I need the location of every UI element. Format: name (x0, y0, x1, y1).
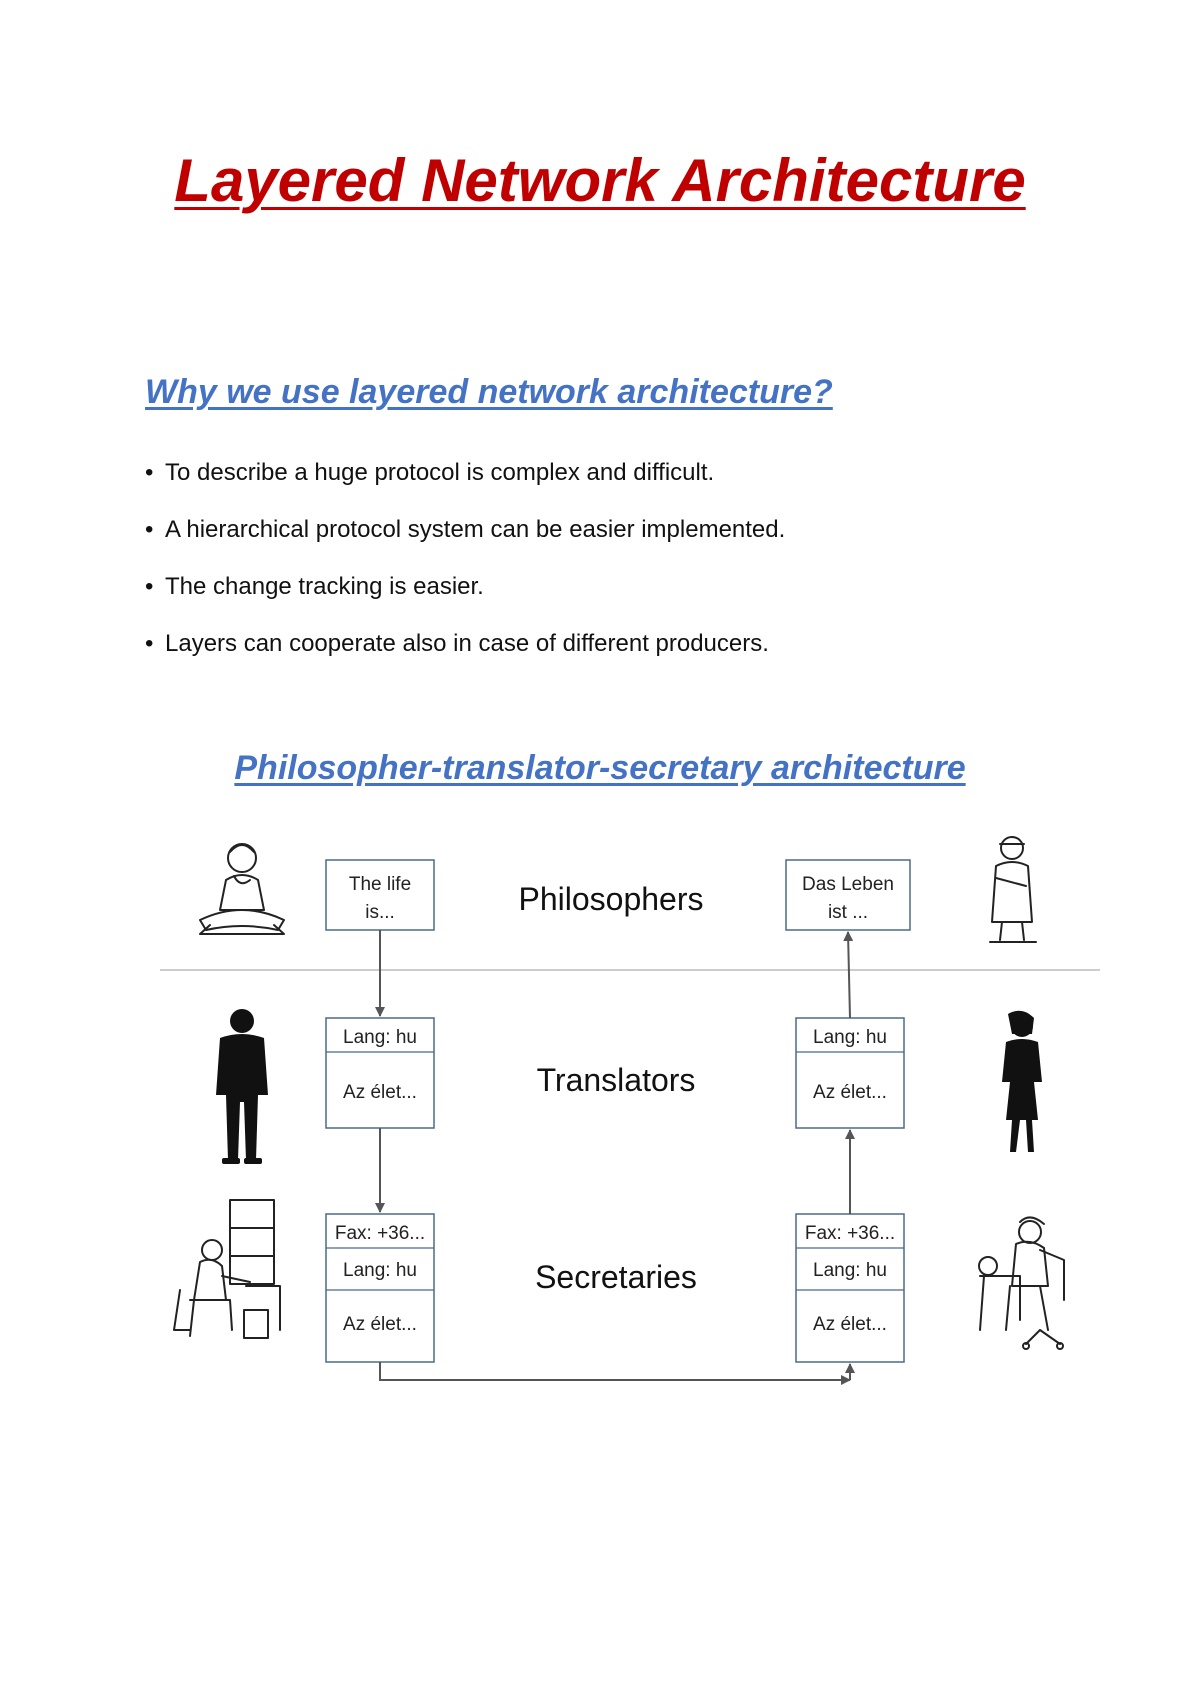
box-line: Az élet... (343, 1082, 417, 1103)
left-translator-box: Lang: hu Az élet... (325, 1017, 435, 1129)
secretary-at-desk-icon (173, 1199, 281, 1339)
secretary-at-desk-right-icon (978, 1216, 1065, 1350)
arrow-up-translator-to-philosopher (843, 931, 854, 1019)
diagram-heading: Philosopher-translator-secretary archite… (234, 749, 966, 787)
right-secretary-box: Fax: +36... Lang: hu Az élet... (795, 1213, 905, 1363)
box-line: is... (365, 902, 395, 923)
box-line: Lang: hu (813, 1027, 887, 1048)
box-line: Lang: hu (343, 1027, 417, 1048)
arrow-transmission-line (379, 1362, 851, 1385)
layered-architecture-diagram: Philosophers Translators Secretaries The… (160, 830, 1100, 1410)
bullet-icon: • (145, 459, 154, 486)
list-item: • A hierarchical protocol system can be e… (145, 515, 1125, 572)
layer-label-translators: Translators (537, 1062, 696, 1098)
bullet-icon: • (145, 630, 154, 657)
list-item: • Layers can cooperate also in case of di… (145, 629, 1125, 686)
right-translator-box: Lang: hu Az élet... (795, 1017, 905, 1129)
box-line: Das Leben (802, 874, 894, 895)
box-line: The life (349, 874, 411, 895)
bullet-icon: • (145, 573, 154, 600)
layer-label-secretaries: Secretaries (535, 1259, 697, 1295)
female-translator-silhouette-icon (1002, 1010, 1042, 1152)
list-item: • To describe a huge protocol is complex … (145, 458, 1125, 515)
page-title: Layered Network Architecture (174, 147, 1026, 214)
reasons-list: • To describe a huge protocol is complex … (145, 458, 1125, 686)
right-philosopher-box: Das Leben ist ... (785, 859, 911, 931)
list-item-text: A hierarchical protocol system can be ea… (165, 516, 786, 543)
box-line: Az élet... (343, 1314, 417, 1335)
box-line: ist ... (828, 902, 868, 923)
box-line: Lang: hu (343, 1260, 417, 1281)
bullet-icon: • (145, 516, 154, 543)
left-philosopher-box: The life is... (325, 859, 435, 931)
list-item-text: The change tracking is easier. (165, 573, 484, 600)
box-line: Fax: +36... (805, 1223, 895, 1244)
box-line: Fax: +36... (335, 1223, 425, 1244)
box-line: Az élet... (813, 1314, 887, 1335)
male-translator-silhouette-icon (216, 1009, 268, 1164)
meditating-philosopher-icon (199, 843, 285, 935)
section-heading: Why we use layered network architecture? (145, 373, 833, 411)
box-line: Az élet... (813, 1082, 887, 1103)
box-line: Lang: hu (813, 1260, 887, 1281)
list-item: • The change tracking is easier. (145, 572, 1125, 629)
list-item-text: Layers can cooperate also in case of dif… (165, 630, 769, 657)
standing-philosopher-icon (989, 836, 1037, 943)
layer-label-philosophers: Philosophers (519, 881, 704, 917)
list-item-text: To describe a huge protocol is complex a… (165, 459, 715, 486)
left-secretary-box: Fax: +36... Lang: hu Az élet... (325, 1213, 435, 1363)
